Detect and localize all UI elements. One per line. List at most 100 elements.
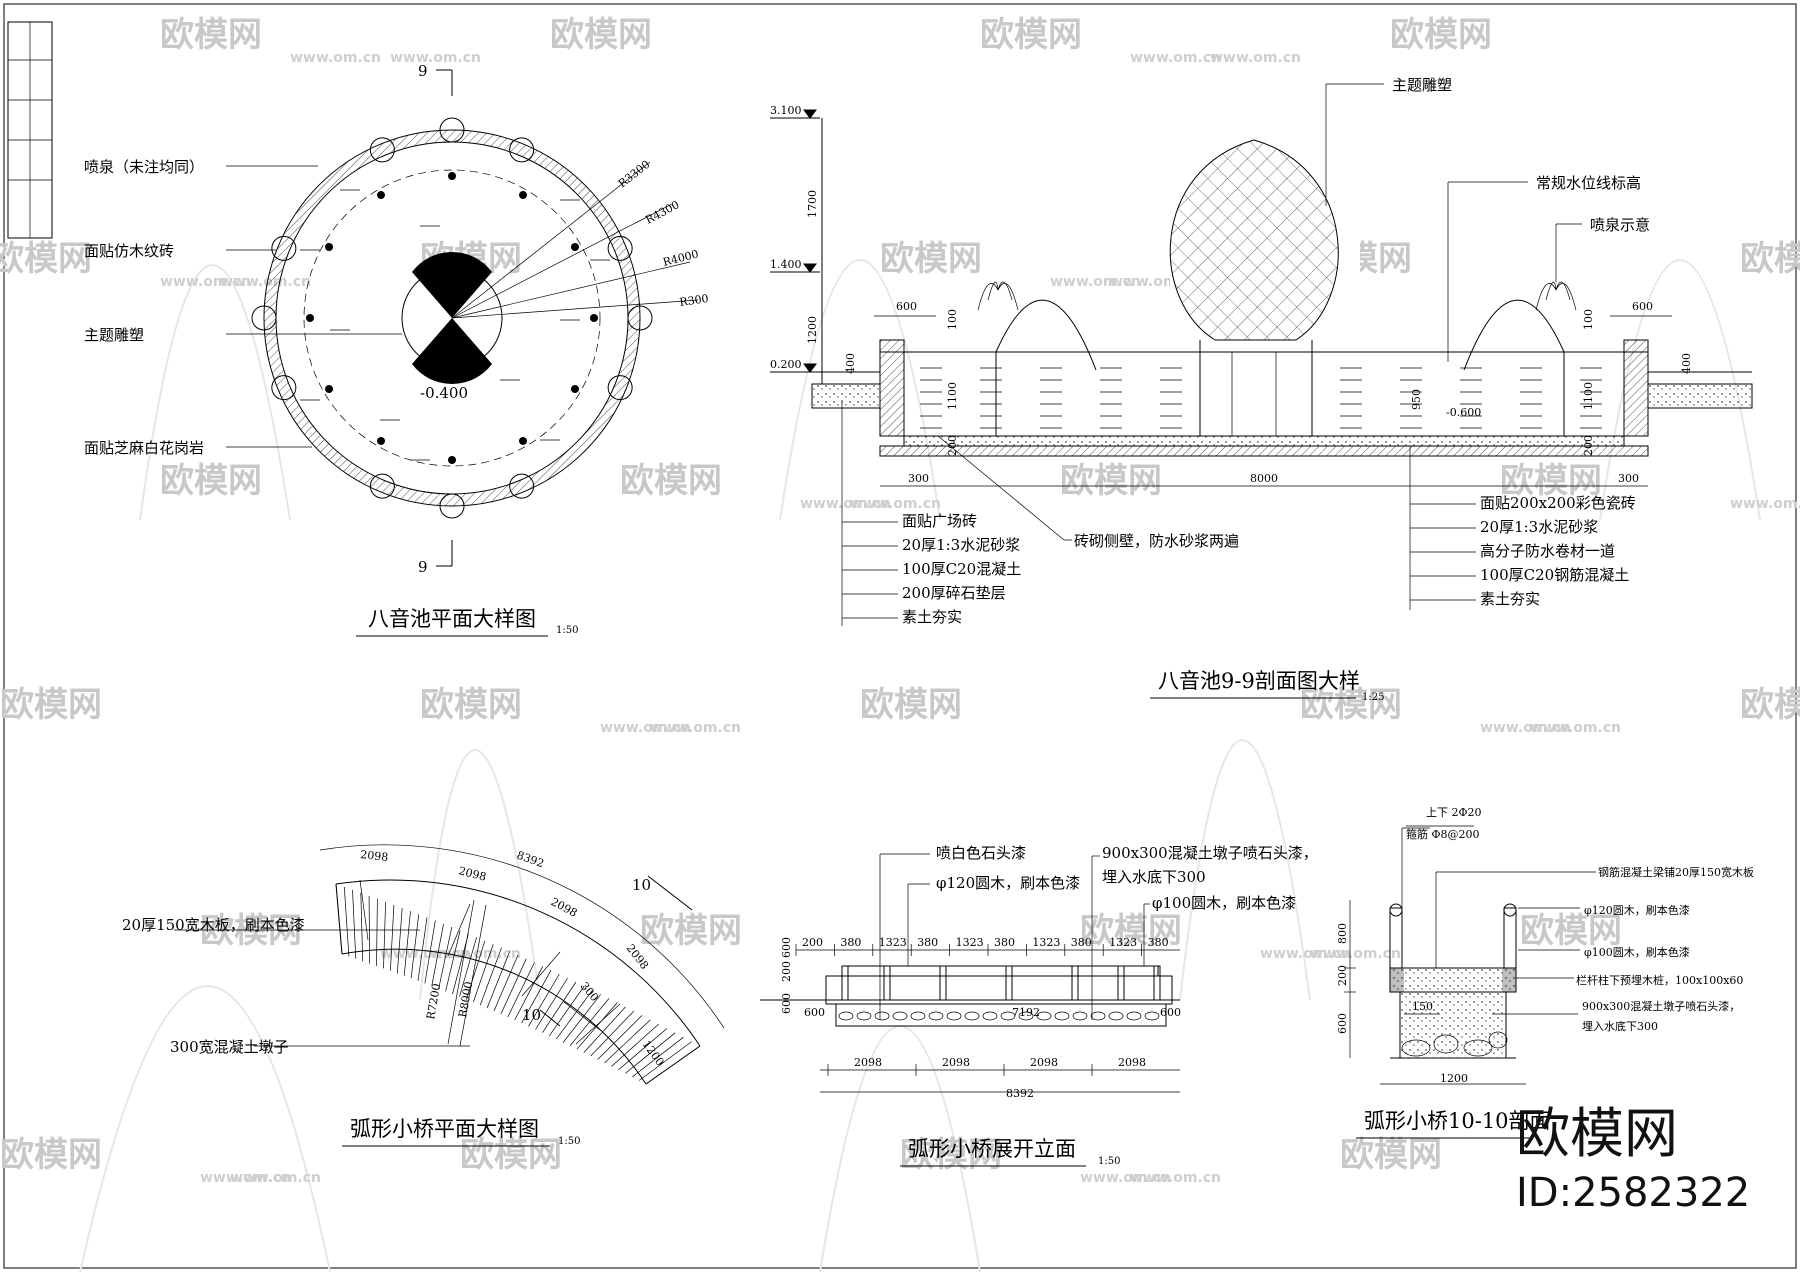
watermark-brand: 欧模网 xyxy=(1300,685,1402,725)
rim-stone xyxy=(607,235,633,261)
watermark-url: www.om.cn xyxy=(220,274,311,290)
bp-label-pier: 300宽混凝土墩子 xyxy=(170,1038,289,1056)
bs-rebar-top: 上下 2Φ20 xyxy=(1426,806,1482,819)
bp-dim-300: 300 xyxy=(578,980,601,1004)
be-bottom-dim: 2098 xyxy=(1118,1056,1146,1069)
sec-dim-200-right: 200 xyxy=(1582,435,1595,456)
plan-label-wood-tile: 面贴仿木纹砖 xyxy=(84,242,174,260)
rim-stone xyxy=(627,305,653,331)
fountain-jet xyxy=(306,314,314,322)
watermark-url: www.om.cn xyxy=(1310,946,1401,962)
be-bottom-dim: 2098 xyxy=(1030,1056,1058,1069)
watermark-url: www.om.cn xyxy=(200,1170,291,1186)
be-top-dim: 380 xyxy=(994,936,1015,949)
sec-dim-1200: 1200 xyxy=(806,316,819,344)
fountain-jet xyxy=(377,436,385,445)
be-label-pier-2: 埋入水底下300 xyxy=(1102,868,1206,886)
bs-dim-800: 800 xyxy=(1336,923,1349,944)
watermark-url: www.om.cn xyxy=(230,1170,321,1186)
watermark-brand: 欧模网 xyxy=(1340,1135,1442,1175)
be-top-dim: 380 xyxy=(840,936,861,949)
rim-stone xyxy=(509,473,535,499)
rim-stone xyxy=(607,375,633,401)
be-top-dim: 1323 xyxy=(879,936,907,949)
watermark-url: www.om.cn xyxy=(600,720,691,736)
rim-stone xyxy=(509,137,535,163)
watermark-brand: 欧模网 xyxy=(0,685,102,725)
watermark-brand: 欧模网 xyxy=(1740,239,1800,279)
watermark-brand: 欧模网 xyxy=(860,685,962,725)
be-left-dim-200: 200 xyxy=(780,961,793,982)
sec-dim-300-left: 300 xyxy=(908,472,929,485)
fountain-jet xyxy=(519,191,527,200)
sec-dim-1100-right: 1100 xyxy=(1582,382,1595,410)
bp-radius-r8000: R8000 xyxy=(456,981,475,1019)
watermark-url: www.om.cn xyxy=(1260,946,1351,962)
bs-label-post-pile: 栏杆柱下预埋木桩，100x100x60 xyxy=(1576,973,1743,987)
be-bottom-dim: 2098 xyxy=(942,1056,970,1069)
watermark-url: www.om.cn xyxy=(1530,720,1621,736)
watermark-url: www.om.cn xyxy=(160,274,251,290)
watermark-brand: 欧模网 xyxy=(1520,911,1622,951)
rim-stone xyxy=(271,375,297,401)
watermark-brand: 欧模网 xyxy=(0,1135,102,1175)
railing-post xyxy=(939,965,947,1001)
sec-right-layer-1: 20厚1:3水泥砂浆 xyxy=(1480,518,1598,536)
plan-title: 八音池平面大样图 xyxy=(368,607,536,631)
bridge-elev-title: 弧形小桥展开立面 xyxy=(908,1137,1076,1161)
watermark-url: www.om.cn xyxy=(290,50,381,66)
bridge-section: 上下 2Φ20 箍筋 Φ8@200 钢筋混凝土梁铺20厚150宽木板 φ120圆… xyxy=(1336,806,1754,1139)
title-strip xyxy=(7,21,53,239)
bp-label-planks: 20厚150宽木板，刷本色漆 xyxy=(122,916,305,934)
sec-right-layer-3: 100厚C20钢筋混凝土 xyxy=(1480,566,1629,584)
plan-radius-r4300: R4300 xyxy=(643,198,681,227)
be-top-dim: 380 xyxy=(917,936,938,949)
bs-label-beam: 钢筋混凝土梁铺20厚150宽木板 xyxy=(1598,865,1754,879)
fountain-jet xyxy=(590,314,598,322)
watermark-url: www.om.cn xyxy=(1080,1170,1171,1186)
watermark-url: www.om.cn xyxy=(1050,274,1141,290)
sec-left-layer-1: 20厚1:3水泥砂浆 xyxy=(902,536,1020,554)
railing-post xyxy=(1117,965,1125,1001)
plan-radius-r4000: R4000 xyxy=(662,248,700,269)
fountain-jet xyxy=(448,172,456,180)
watermark-url: www.om.cn xyxy=(1130,1170,1221,1186)
be-top-dim: 1323 xyxy=(1109,936,1137,949)
watermark-brand: 欧模网 xyxy=(200,911,302,951)
watermark-brand: 欧模网 xyxy=(160,461,262,501)
rim-stone xyxy=(369,137,395,163)
be-top-dim: 1323 xyxy=(1032,936,1060,949)
pool-plan: 喷泉（未注均同） 面贴仿木纹砖 主题雕塑 面贴芝麻白花岗岩 R3300 R430… xyxy=(84,62,709,637)
fountain-jet xyxy=(570,385,579,393)
watermark-brand: 欧模网 xyxy=(980,15,1082,55)
bp-dim-2098-1: 2098 xyxy=(360,848,389,864)
watermark-brand: 欧模网 xyxy=(0,239,92,279)
fountain-jet xyxy=(570,243,579,251)
plan-level: -0.400 xyxy=(420,384,468,402)
railing-post xyxy=(841,965,849,1001)
be-label-100-log: φ100圆木，刷本色漆 xyxy=(1152,894,1296,912)
be-top-dim: 200 xyxy=(802,936,823,949)
bridge-elev-scale: 1:50 xyxy=(1098,1156,1120,1167)
watermark-url: www.om.cn xyxy=(650,720,741,736)
watermark-url: www.om.cn xyxy=(800,496,891,512)
be-total-8392: 8392 xyxy=(1006,1087,1034,1100)
be-top-dim: 380 xyxy=(1148,936,1169,949)
be-top-dim: 380 xyxy=(1071,936,1092,949)
brand-id: ID:2582322 xyxy=(1516,1170,1750,1216)
sec-dim-950: 950 xyxy=(1410,389,1423,410)
sec-label-brick-wall: 砖砌侧壁，防水砂浆两遍 xyxy=(1074,532,1239,550)
fountain-jet xyxy=(519,436,527,445)
be-mid-dim-600-left: 600 xyxy=(804,1006,825,1019)
sec-right-layer-4: 素土夯实 xyxy=(1480,590,1540,608)
watermark-brand: 欧模网 xyxy=(160,15,262,55)
sec-dim-100-right: 100 xyxy=(1582,309,1595,330)
bs-label-120-log: φ120圆木，刷本色漆 xyxy=(1584,903,1690,917)
watermark-brand: 欧模网 xyxy=(640,911,742,951)
plan-label-granite: 面贴芝麻白花岗岩 xyxy=(84,439,204,457)
watermark-url: www.om.cn xyxy=(1210,50,1301,66)
bs-dim-200: 200 xyxy=(1336,965,1349,986)
plan-label-fountain: 喷泉（未注均同） xyxy=(84,158,204,176)
